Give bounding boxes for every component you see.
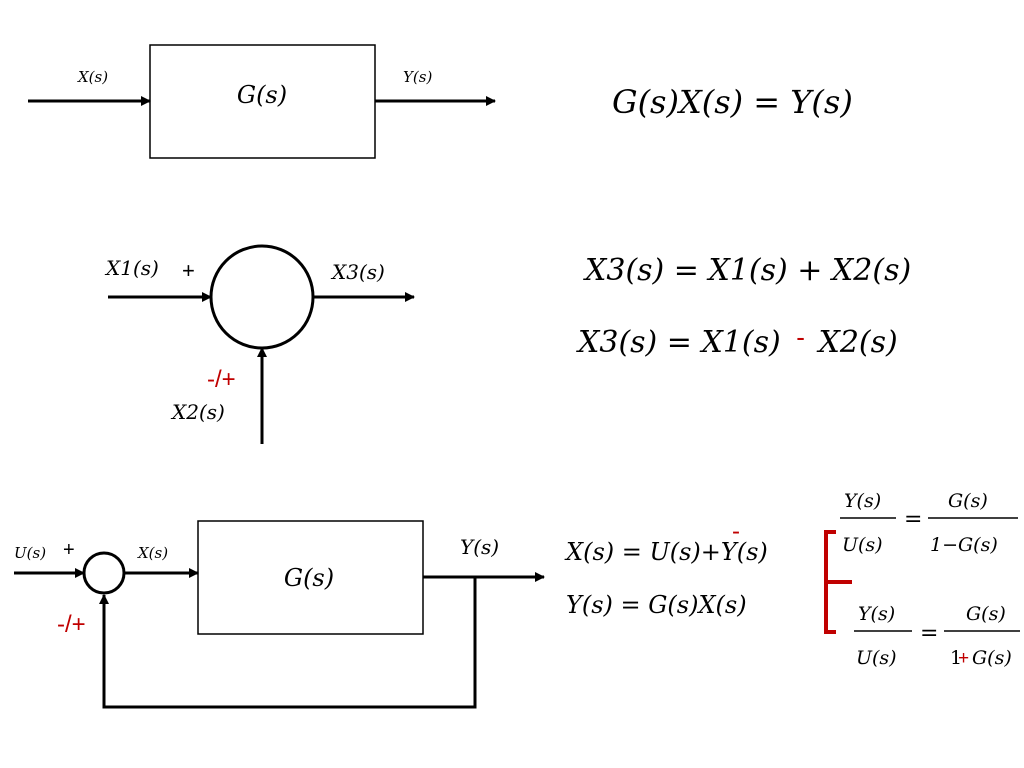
svg-text:Y(s): Y(s) [844, 490, 881, 512]
block-label: G(s) [237, 81, 287, 109]
output-label: Y(s) [403, 68, 432, 86]
svg-text:G(s): G(s) [948, 490, 988, 512]
equation-difference: X3(s) = X1(s) - X2(s) [576, 319, 898, 360]
input1-label: X1(s) [104, 256, 159, 280]
svg-text:1: 1 [950, 647, 962, 669]
svg-text:G(s): G(s) [966, 603, 1006, 625]
diagram-summing-junction: X1(s) + X3(s) -/+ X2(s) X3(s) = X1(s) + … [104, 244, 911, 444]
summing-junction [209, 244, 315, 350]
svg-text:U(s): U(s) [856, 647, 897, 669]
summing-junction [82, 551, 126, 595]
input-label: X(s) [77, 68, 108, 86]
equation-sum: X3(s) = X1(s) + X2(s) [583, 253, 911, 288]
error-label: X(s) [137, 544, 168, 562]
svg-text:=: = [904, 507, 922, 532]
svg-text:=: = [920, 621, 938, 646]
output-label: X3(s) [330, 260, 385, 284]
transfer-function-positive: Y(s) U(s) = G(s) 1 + G(s) [854, 603, 1020, 669]
svg-text:1−G(s): 1−G(s) [930, 534, 998, 556]
svg-text:+: + [958, 648, 969, 669]
equation-error-alt-sign: - [732, 518, 740, 545]
feedback-sign: -/+ [57, 611, 86, 638]
input-label: U(s) [14, 544, 46, 562]
input2-label: X2(s) [170, 400, 225, 424]
svg-text:U(s): U(s) [842, 534, 883, 556]
equation-block: G(s)X(s) = Y(s) [612, 83, 853, 121]
transfer-function-negative: Y(s) U(s) = G(s) 1−G(s) [840, 490, 1018, 556]
input1-sign: + [182, 258, 195, 283]
block-label: G(s) [284, 564, 334, 592]
equation-error: X(s) = U(s)+Y(s) [564, 538, 768, 566]
feedback-path [99, 577, 477, 709]
output-label: Y(s) [460, 535, 499, 559]
diagram-feedback-loop: U(s) + X(s) G(s) Y(s) -/+ X(s) = U(s)+Y(… [14, 490, 1020, 709]
input2-sign: -/+ [207, 366, 236, 393]
input-sign: + [63, 539, 75, 561]
svg-text:G(s): G(s) [972, 647, 1012, 669]
svg-text:Y(s): Y(s) [858, 603, 895, 625]
diagram-single-block: X(s) G(s) Y(s) G(s)X(s) = Y(s) [28, 44, 853, 159]
equation-output: Y(s) = G(s)X(s) [566, 591, 747, 619]
red-brace [824, 530, 852, 634]
